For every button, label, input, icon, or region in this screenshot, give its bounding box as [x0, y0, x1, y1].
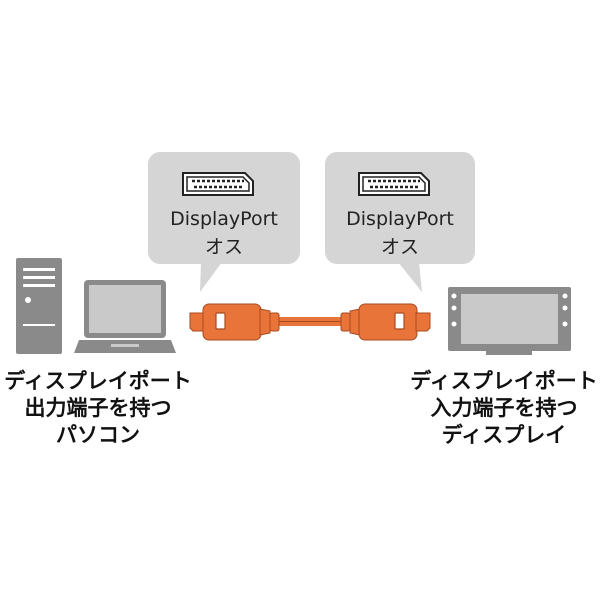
monitor-icon: [448, 287, 571, 355]
display-device-line2: 入力端子を持つ: [430, 396, 578, 420]
display-device-line1: ディスプレイポート: [410, 369, 598, 393]
display-device-line3: ディスプレイ: [441, 423, 567, 447]
displayport-connector-icon: [182, 172, 254, 196]
source-device-line1: ディスプレイポート: [4, 369, 192, 393]
source-device-line2: 出力端子を持つ: [24, 396, 172, 420]
connector-left-name: DisplayPort: [170, 208, 278, 230]
connector-left-label: DisplayPort オス: [148, 205, 300, 261]
displayport-cable-icon: [189, 303, 431, 341]
displayport-connector-icon: [358, 172, 430, 196]
display-device-label: ディスプレイポート 入力端子を持つ ディスプレイ: [408, 368, 600, 449]
source-device-label: ディスプレイポート 出力端子を持つ パソコン: [0, 368, 196, 449]
connector-right-name: DisplayPort: [346, 208, 454, 230]
desktop-tower-icon: [16, 258, 62, 354]
connector-right-type: オス: [380, 236, 419, 258]
laptop-icon: [74, 280, 176, 353]
connector-right-label: DisplayPort オス: [325, 205, 475, 261]
source-device-line3: パソコン: [56, 423, 140, 447]
connector-left-type: オス: [204, 236, 243, 258]
